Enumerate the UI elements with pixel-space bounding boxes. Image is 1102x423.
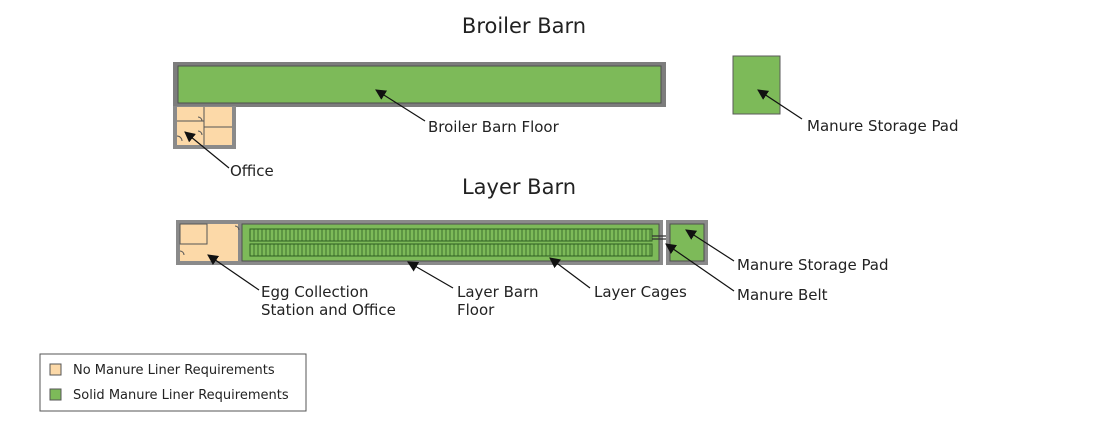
broiler-office [173, 106, 236, 149]
label-layer-floor-line2: Floor [457, 301, 495, 319]
label-broiler-floor: Broiler Barn Floor [428, 118, 560, 136]
door-icon [234, 225, 240, 231]
broiler-barn [173, 62, 666, 107]
label-layer-manure-pad: Manure Storage Pad [737, 256, 889, 274]
label-manure-belt: Manure Belt [737, 286, 828, 304]
layer-cage-row-top [249, 228, 653, 242]
door-icon [197, 130, 203, 136]
arrow-layer-floor [407, 261, 454, 289]
legend-swatch-no-liner [49, 363, 62, 376]
door-icon [179, 250, 185, 256]
label-layer-cages: Layer Cages [594, 283, 687, 301]
arrow-layer-manure-pad [685, 229, 735, 262]
door-icon [197, 116, 203, 122]
legend-label-solid-liner: Solid Manure Liner Requirements [73, 388, 289, 403]
broiler-barn-floor [177, 65, 662, 104]
broiler-barn-title: Broiler Barn [462, 14, 586, 38]
label-office: Office [230, 162, 274, 180]
legend-swatch-solid-liner [49, 388, 62, 401]
label-layer-floor-line1: Layer Barn [457, 283, 538, 301]
layer-cage-row-bottom [249, 243, 653, 257]
arrow-broiler-floor [375, 89, 426, 122]
callout-arrows [184, 89, 803, 292]
legend-label-no-liner: No Manure Liner Requirements [73, 363, 275, 378]
label-egg-collection-line2: Station and Office [261, 301, 396, 319]
label-broiler-manure-pad: Manure Storage Pad [807, 117, 959, 135]
arrow-egg-collection [207, 254, 260, 291]
arrow-layer-cages [549, 257, 591, 289]
layer-cages [253, 229, 651, 256]
arrow-office [184, 131, 230, 169]
layer-manure-storage-pad [669, 223, 705, 262]
arrow-manure-belt [665, 243, 735, 292]
legend: No Manure Liner Requirements Solid Manur… [39, 353, 307, 412]
door-icon [176, 135, 183, 142]
legend-box [39, 353, 307, 412]
label-egg-collection-line1: Egg Collection [261, 283, 368, 301]
layer-barn-title: Layer Barn [462, 175, 576, 199]
arrow-broiler-manure-pad [757, 89, 803, 120]
broiler-manure-storage-pad [732, 55, 781, 115]
layer-barn [176, 220, 685, 265]
